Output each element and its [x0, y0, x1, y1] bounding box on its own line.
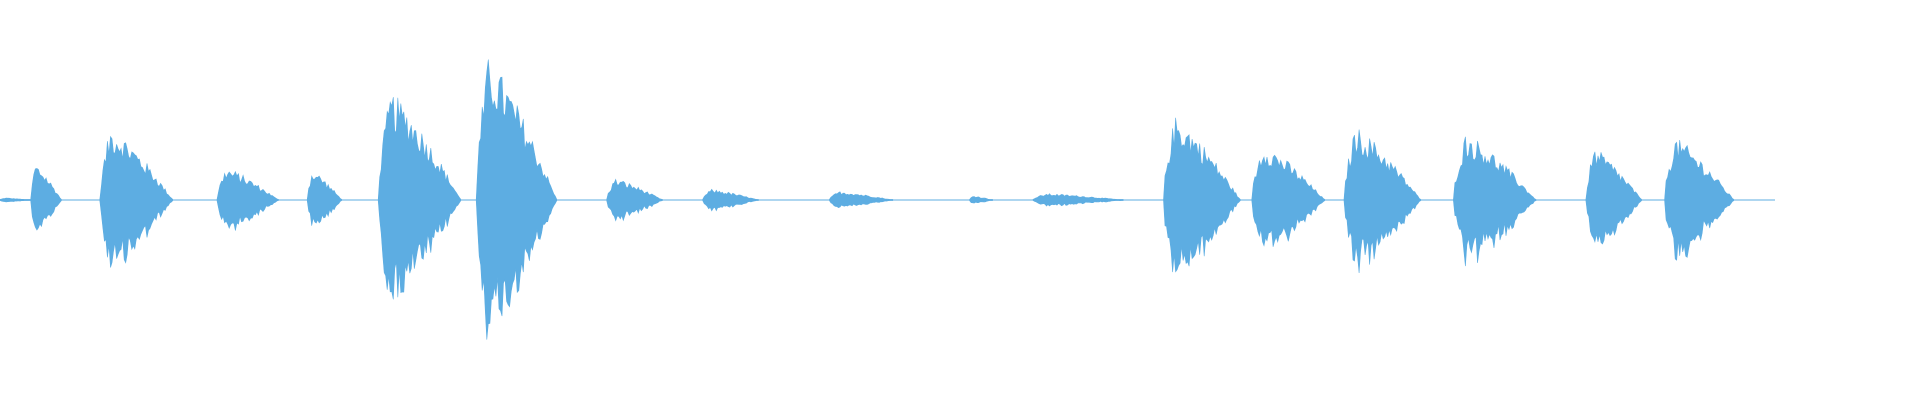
waveform-clip-14 [1343, 129, 1422, 274]
waveform-clip-16 [1585, 151, 1642, 245]
waveform-clip-12 [1163, 117, 1241, 273]
waveform-clip-9 [829, 191, 894, 209]
waveform-clip-13 [1251, 154, 1326, 247]
waveform-clip-1 [30, 168, 62, 231]
waveform-clip-5 [377, 97, 462, 300]
waveform-clip-0 [0, 197, 31, 203]
waveform-clip-4 [306, 175, 343, 226]
waveform-clip-3 [216, 170, 279, 231]
waveform-clip-8 [702, 188, 759, 212]
waveform-clip-7 [606, 178, 663, 222]
waveform-clip-11 [1032, 193, 1124, 207]
waveform-clip-2 [99, 135, 174, 268]
waveform-clip-6 [475, 59, 558, 340]
waveform-clip-17 [1664, 139, 1735, 261]
waveform-clip-15 [1453, 136, 1537, 267]
waveform-clip-10 [969, 196, 993, 204]
